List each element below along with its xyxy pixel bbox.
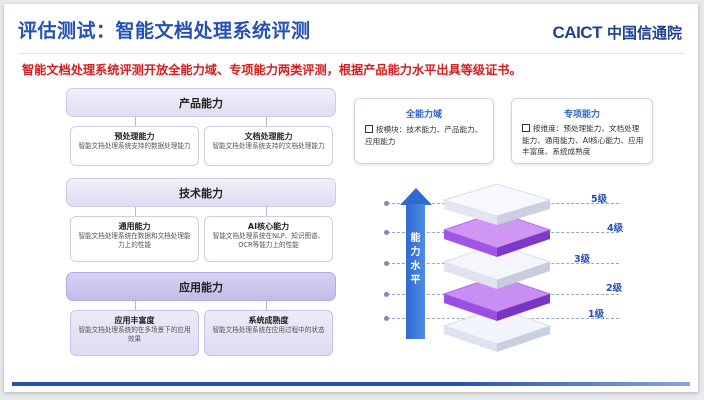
card-title: 通用能力 [118,222,151,231]
card-desc: 智能文档处理系统支持的文档处理能力 [212,142,325,150]
level-dot [384,201,389,206]
bar-product-capability: 产品能力 [66,88,336,117]
level-dot [384,316,389,321]
card-application-richness: 应用丰富度 智能文档处理系统的在多场景下的应用效果 [70,310,199,356]
box-full-domain: 全能力域 按模块：技术能力、产品能力、应用能力 [354,98,494,164]
box-title: 全能力域 [405,110,442,120]
card-desc: 智能文档处理系统的在多场景下的应用效果 [78,326,191,343]
level-dot [384,230,389,235]
card-desc: 智能文档处理系统在数据和文档处理能力上的性能 [78,232,191,249]
card-title: 系统成熟度 [248,316,289,325]
level-dot [384,292,389,297]
box-special: 专项能力 按维度：预处理能力、文档处理能力、通用能力、AI核心能力、应用丰富度、… [511,98,653,164]
layer-level-1 [442,307,552,352]
caict-logo: CAICT 中国信通院 [553,22,682,43]
capability-arrow [406,204,425,339]
level-label-1: 1级 [588,309,605,320]
box-title: 专项能力 [563,110,600,120]
card-desc: 智能文档处理系统在NLP、知识图谱、OCR等能力上的性能 [212,232,325,249]
card-general: 通用能力 智能文档处理系统在数据和文档处理能力上的性能 [70,216,199,262]
layer-level-5 [442,184,552,225]
header-divider [18,53,684,54]
box-desc: 按维度：预处理能力、文档处理能力、通用能力、AI核心能力、应用丰富度、系统成熟度 [512,120,652,158]
connector [266,207,267,217]
card-desc: 智能文档处理系统支持的数据处理能力 [78,142,191,150]
logo-text-en: CAICT [552,22,603,42]
bar-technical-capability: 技术能力 [66,178,336,207]
card-system-maturity: 系统成熟度 智能文档处理系统在应用过程中的状态 [204,310,333,356]
card-document-processing: 文档处理能力 智能文档处理系统支持的文档处理能力 [204,126,333,166]
connector [266,301,267,311]
card-title: AI核心能力 [247,222,290,231]
footer-bar [12,382,690,386]
box-desc: 按模块：技术能力、产品能力、应用能力 [355,120,493,148]
layer-level-2 [442,275,552,321]
connector [135,207,136,217]
card-desc: 智能文档处理系统在应用过程中的状态 [212,326,325,334]
connector [266,117,267,127]
level-label-5: 5级 [591,194,608,205]
checkbox-icon [522,124,530,132]
arrow-up-icon [400,188,432,205]
card-ai-core: AI核心能力 智能文档处理系统在NLP、知识图谱、OCR等能力上的性能 [204,216,333,262]
slide: 评估测试：智能文档处理系统评测 CAICT 中国信通院 智能文档处理系统评测开放… [4,4,698,392]
level-label-2: 2级 [606,283,623,294]
box-desc-text: 按模块：技术能力、产品能力、应用能力 [365,125,483,146]
logo-text-cn: 中国信通院 [606,24,682,42]
card-preprocessing: 预处理能力 智能文档处理系统支持的数据处理能力 [70,126,199,166]
layer-level-4 [442,211,552,257]
card-title: 应用丰富度 [114,316,155,325]
arrow-label: 能力水平 [410,233,421,286]
checkbox-icon [365,125,373,133]
card-title: 文档处理能力 [244,132,293,141]
connector [135,301,136,311]
page-title: 评估测试：智能文档处理系统评测 [18,20,311,42]
level-label-4: 4级 [607,223,624,234]
subtitle: 智能文档处理系统评测开放全能力域、专项能力两类评测，根据产品能力水平出具等级证书… [22,63,522,77]
connector [135,117,136,127]
level-label-3: 3级 [574,254,591,265]
card-title: 预处理能力 [114,132,155,141]
bar-application-capability: 应用能力 [66,272,336,301]
level-dot [384,261,389,266]
box-desc-text: 按维度：预处理能力、文档处理能力、通用能力、AI核心能力、应用丰富度、系统成熟度 [522,124,644,156]
level-stack [442,184,552,352]
